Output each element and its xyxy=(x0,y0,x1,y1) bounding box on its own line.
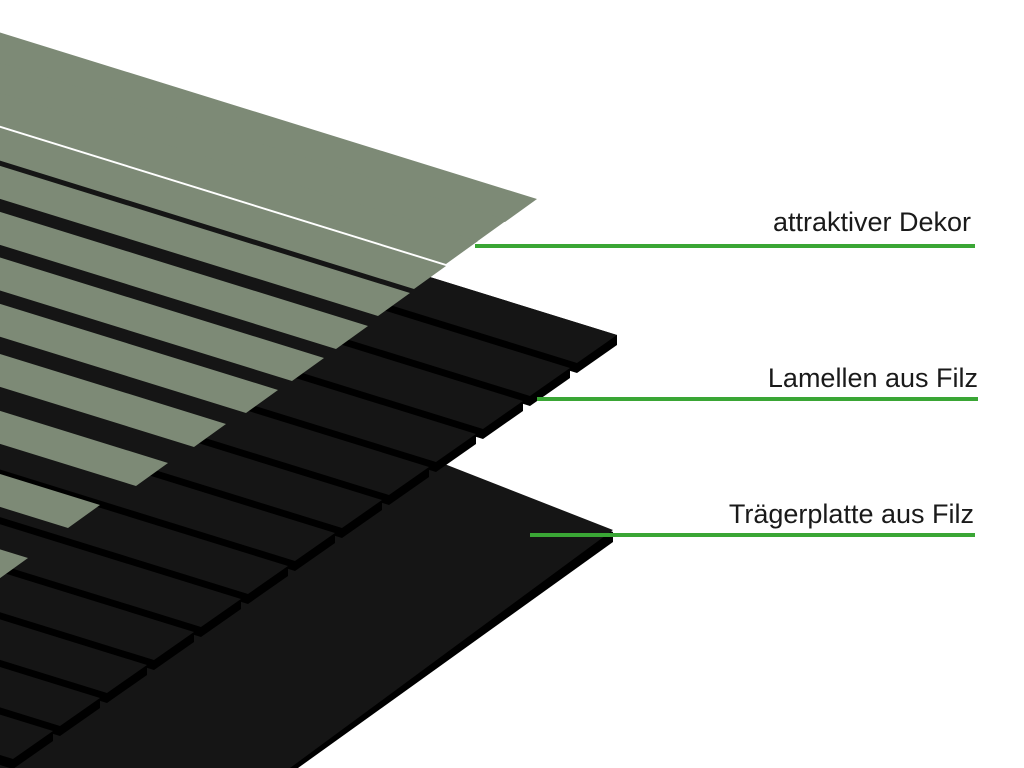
decor-strip xyxy=(0,165,410,316)
decor-strip xyxy=(0,32,537,222)
lamella-top xyxy=(0,286,476,462)
decor-strip xyxy=(0,211,368,349)
decor-strip xyxy=(0,62,507,243)
decor-strip xyxy=(0,549,28,579)
decor-strips xyxy=(0,32,537,579)
lamella-top xyxy=(0,714,53,759)
decor-strip xyxy=(0,410,168,486)
decor-strip xyxy=(0,303,278,413)
lamella-top xyxy=(0,619,147,693)
leader-line-board xyxy=(530,533,975,537)
leader-line-decor xyxy=(475,244,975,248)
felt-lamellae xyxy=(0,143,617,768)
lamella-top xyxy=(0,334,429,495)
lamella-top xyxy=(0,571,194,660)
lamella-top xyxy=(0,381,382,528)
decor-strip xyxy=(0,353,226,447)
label-board: Trägerplatte aus Filz xyxy=(728,499,974,529)
decor-strip xyxy=(0,257,324,381)
lamella-top xyxy=(0,667,100,726)
label-decor: attraktiver Dekor xyxy=(772,207,971,237)
decor-strip xyxy=(0,92,478,264)
decor-strip xyxy=(0,474,100,528)
lamella-top xyxy=(0,238,523,429)
lamella-top xyxy=(0,524,241,627)
decor-strip xyxy=(0,127,446,289)
label-lamellae: Lamellen aus Filz xyxy=(767,363,978,393)
leader-line-lamellae xyxy=(537,397,978,401)
